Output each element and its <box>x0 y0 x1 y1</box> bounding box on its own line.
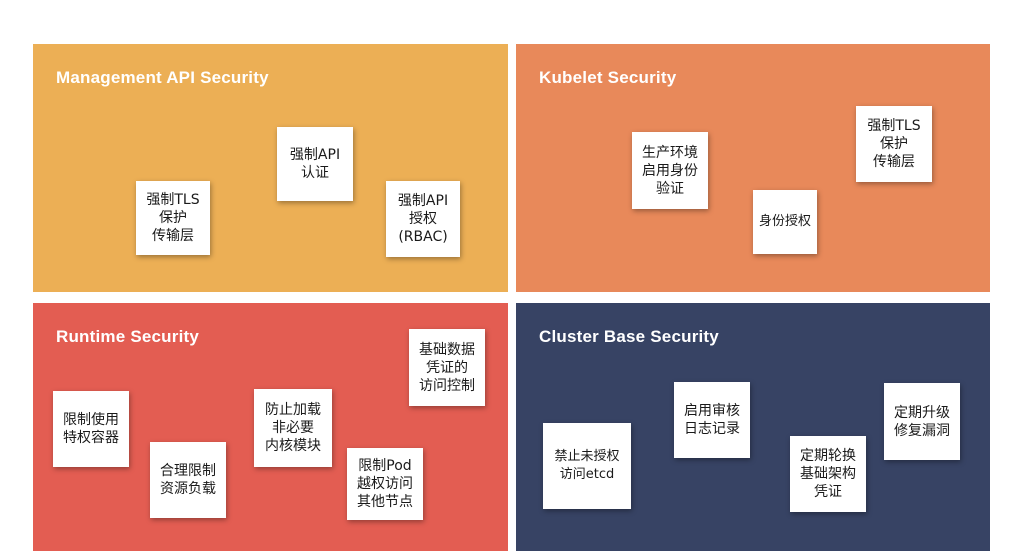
sticky-note: 生产环境 启用身份 验证 <box>632 132 708 209</box>
sticky-note: 禁止未授权 访问etcd <box>543 423 631 509</box>
sticky-note: 身份授权 <box>753 190 817 254</box>
note-text: 限制使用 特权容器 <box>63 412 119 446</box>
note-text: 合理限制 资源负载 <box>160 463 216 497</box>
sticky-note: 强制TLS 保护 传输层 <box>856 106 932 182</box>
note-text: 定期升级 修复漏洞 <box>894 404 950 439</box>
sticky-note: 合理限制 资源负载 <box>150 442 226 518</box>
note-text: 定期轮换 基础架构 凭证 <box>800 448 856 500</box>
note-text: 强制API 授权 (RBAC) <box>397 193 449 245</box>
note-text: 禁止未授权 访问etcd <box>554 449 620 482</box>
quadrant-title: Management API Security <box>56 68 269 87</box>
quadrant-runtime-security: Runtime Security 限制使用 特权容器 合理限制 资源负载 防止加… <box>33 303 508 551</box>
sticky-note: 定期轮换 基础架构 凭证 <box>790 436 866 512</box>
sticky-note: 定期升级 修复漏洞 <box>884 383 960 460</box>
sticky-note: 基础数据 凭证的 访问控制 <box>409 329 485 406</box>
quadrant-title: Cluster Base Security <box>539 327 719 346</box>
quadrant-kubelet-security: Kubelet Security 生产环境 启用身份 验证 身份授权 强制TLS… <box>516 44 990 292</box>
note-text: 强制TLS 保护 传输层 <box>867 118 921 170</box>
note-text: 限制Pod 越权访问 其他节点 <box>357 458 413 510</box>
sticky-note: 强制API 认证 <box>277 127 353 201</box>
sticky-note: 强制API 授权 (RBAC) <box>386 181 460 257</box>
sticky-note: 强制TLS 保护 传输层 <box>136 181 210 255</box>
note-text: 启用审核 日志记录 <box>684 403 740 437</box>
note-text: 基础数据 凭证的 访问控制 <box>419 341 475 394</box>
sticky-note: 限制Pod 越权访问 其他节点 <box>347 448 423 520</box>
quadrant-cluster-base-security: Cluster Base Security 禁止未授权 访问etcd 启用审核 … <box>516 303 990 551</box>
sticky-note: 启用审核 日志记录 <box>674 382 750 458</box>
sticky-note: 防止加载 非必要 内核模块 <box>254 389 332 467</box>
sticky-note: 限制使用 特权容器 <box>53 391 129 467</box>
note-text: 生产环境 启用身份 验证 <box>642 144 698 197</box>
quadrant-title: Kubelet Security <box>539 68 677 87</box>
quadrant-management-api-security: Management API Security 强制API 认证 强制TLS 保… <box>33 44 508 292</box>
note-text: 强制API 认证 <box>289 147 341 181</box>
quadrant-title: Runtime Security <box>56 327 200 346</box>
note-text: 身份授权 <box>758 214 811 229</box>
note-text: 强制TLS 保护 传输层 <box>146 192 200 244</box>
note-text: 防止加载 非必要 内核模块 <box>265 402 321 454</box>
